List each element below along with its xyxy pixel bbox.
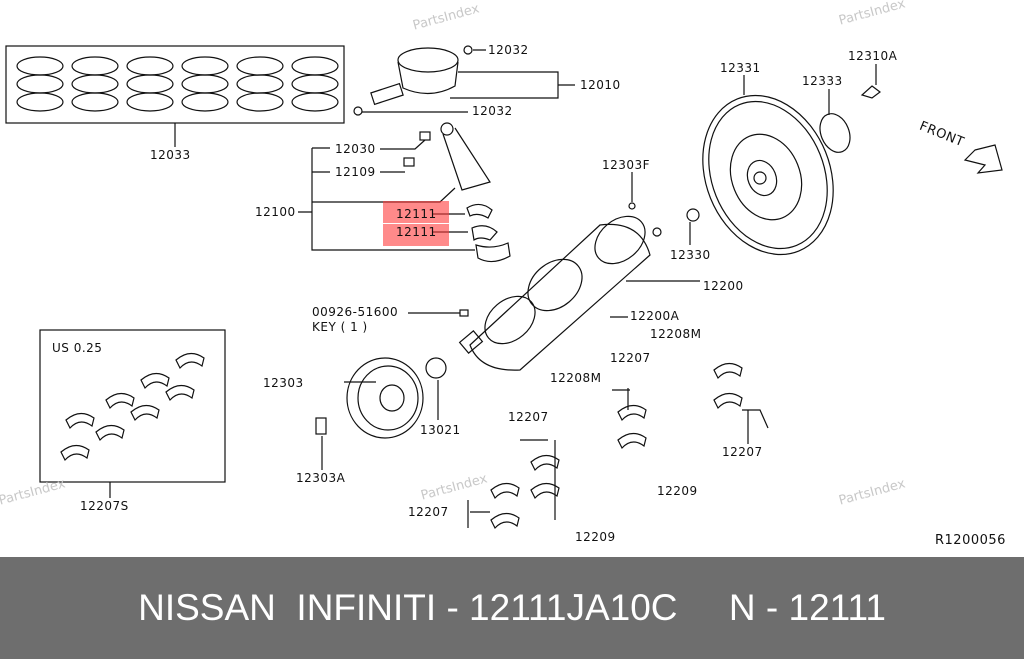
piston-icon bbox=[353, 45, 473, 116]
part-label-12032[interactable]: 12032 bbox=[472, 104, 513, 118]
highlight-12111-upper bbox=[383, 201, 449, 223]
piston-ring-icon bbox=[291, 56, 339, 76]
part-label-12209[interactable]: 12209 bbox=[657, 484, 698, 498]
part-label-12207S[interactable]: 12207S bbox=[80, 499, 129, 513]
bearing-shell-icon bbox=[490, 482, 520, 500]
highlight-12111-lower bbox=[383, 224, 449, 246]
part-label-12209[interactable]: 12209 bbox=[575, 530, 616, 544]
bearing-shell-icon bbox=[60, 444, 90, 462]
piston-ring-icon bbox=[126, 56, 174, 76]
flywheel-icon bbox=[628, 85, 881, 256]
part-number-banner: NISSAN INFINITI - 12111JA10C N - 12111 bbox=[0, 557, 1024, 659]
parts-diagram: PartsIndex PartsIndex PartsIndex PartsIn… bbox=[0, 0, 1006, 548]
piston-ring-icon bbox=[126, 92, 174, 112]
kit-size-label: US 0.25 bbox=[52, 341, 103, 355]
part-label-12032[interactable]: 12032 bbox=[488, 43, 529, 57]
part-label-12207[interactable]: 12207 bbox=[722, 445, 763, 459]
piston-ring-box bbox=[5, 45, 345, 124]
bearing-shell-icon bbox=[617, 404, 647, 422]
bearing-shell-icon bbox=[713, 362, 743, 380]
part-label-12207[interactable]: 12207 bbox=[508, 410, 549, 424]
diagram-id: R1200056 bbox=[935, 533, 1006, 548]
piston-ring-icon bbox=[71, 92, 119, 112]
crankshaft-icon bbox=[458, 215, 651, 371]
part-label-12333[interactable]: 12333 bbox=[802, 74, 843, 88]
bearing-shell-icon bbox=[490, 512, 520, 530]
bearing-shell-icon bbox=[95, 424, 125, 442]
bearing-shell-icon bbox=[530, 454, 560, 472]
part-label-12331[interactable]: 12331 bbox=[720, 61, 761, 75]
part-label-12030[interactable]: 12030 bbox=[335, 142, 376, 156]
part-label-12303F[interactable]: 12303F bbox=[602, 158, 651, 172]
piston-ring-icon bbox=[16, 92, 64, 112]
piston-ring-icon bbox=[181, 92, 229, 112]
piston-ring-icon bbox=[181, 56, 229, 76]
part-number-title: NISSAN INFINITI - 12111JA10C N - 12111 bbox=[138, 587, 886, 628]
bearing-shell-icon bbox=[530, 482, 560, 500]
bearing-shell-icon bbox=[130, 404, 160, 422]
part-label-12111[interactable]: 12111 bbox=[396, 225, 437, 239]
part-label-12310A[interactable]: 12310A bbox=[848, 49, 898, 63]
front-arrow-icon bbox=[963, 144, 1003, 174]
piston-ring-icon bbox=[71, 56, 119, 76]
part-label-12208M[interactable]: 12208M bbox=[550, 371, 602, 385]
bearing-kit-box bbox=[39, 329, 226, 483]
piston-ring-icon bbox=[291, 92, 339, 112]
bearing-shell-icon bbox=[175, 352, 205, 370]
connecting-rod-icon bbox=[403, 122, 511, 263]
part-label-12330[interactable]: 12330 bbox=[670, 248, 711, 262]
bearing-shell-icon bbox=[140, 372, 170, 390]
part-label-12207[interactable]: 12207 bbox=[408, 505, 449, 519]
part-label-12111[interactable]: 12111 bbox=[396, 207, 437, 221]
bearing-shell-icon bbox=[617, 432, 647, 450]
part-label-12200A[interactable]: 12200A bbox=[630, 309, 680, 323]
piston-ring-icon bbox=[236, 56, 284, 76]
piston-ring-icon bbox=[16, 74, 64, 94]
part-label-12100[interactable]: 12100 bbox=[255, 205, 296, 219]
bearing-shell-icon bbox=[105, 392, 135, 410]
part-label-12200[interactable]: 12200 bbox=[703, 279, 744, 293]
part-label-00926-51600[interactable]: 00926-51600 bbox=[312, 305, 399, 319]
part-label-12010[interactable]: 12010 bbox=[580, 78, 621, 92]
bearing-shell-icon bbox=[165, 384, 195, 402]
crank-pulley-icon bbox=[315, 357, 447, 439]
piston-ring-icon bbox=[16, 56, 64, 76]
piston-ring-icon bbox=[236, 74, 284, 94]
diagram-drawing bbox=[5, 45, 1003, 530]
part-label-12303A[interactable]: 12303A bbox=[296, 471, 346, 485]
piston-ring-icon bbox=[291, 74, 339, 94]
piston-ring-icon bbox=[71, 74, 119, 94]
piston-ring-icon bbox=[181, 74, 229, 94]
part-label-12033[interactable]: 12033 bbox=[150, 148, 191, 162]
bearing-shell-icon bbox=[713, 392, 743, 410]
part-label-13021[interactable]: 13021 bbox=[420, 423, 461, 437]
part-label-12303[interactable]: 12303 bbox=[263, 376, 304, 390]
piston-ring-icon bbox=[236, 92, 284, 112]
part-label-12208M[interactable]: 12208M bbox=[650, 327, 702, 341]
part-label-12207[interactable]: 12207 bbox=[610, 351, 651, 365]
piston-ring-icon bbox=[126, 74, 174, 94]
bearing-shell-icon bbox=[65, 412, 95, 430]
key-label: KEY ( 1 ) bbox=[312, 320, 368, 334]
part-label-12109[interactable]: 12109 bbox=[335, 165, 376, 179]
